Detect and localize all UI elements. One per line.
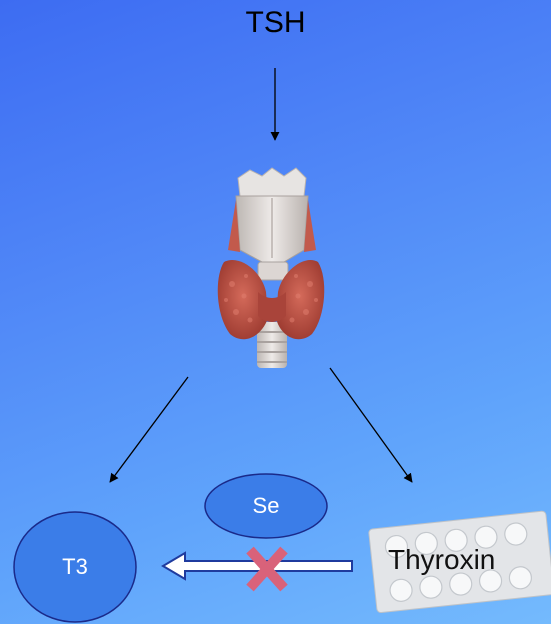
tsh-label: TSH [0,6,551,40]
t3-label: T3 [14,512,136,622]
se-label: Se [205,474,327,538]
thyroid-gland-illustration [218,168,325,368]
arrow-to-thyroxin [330,368,412,482]
arrow-to-t3 [110,377,188,482]
thyroxin-label: Thyroxin [388,544,495,576]
